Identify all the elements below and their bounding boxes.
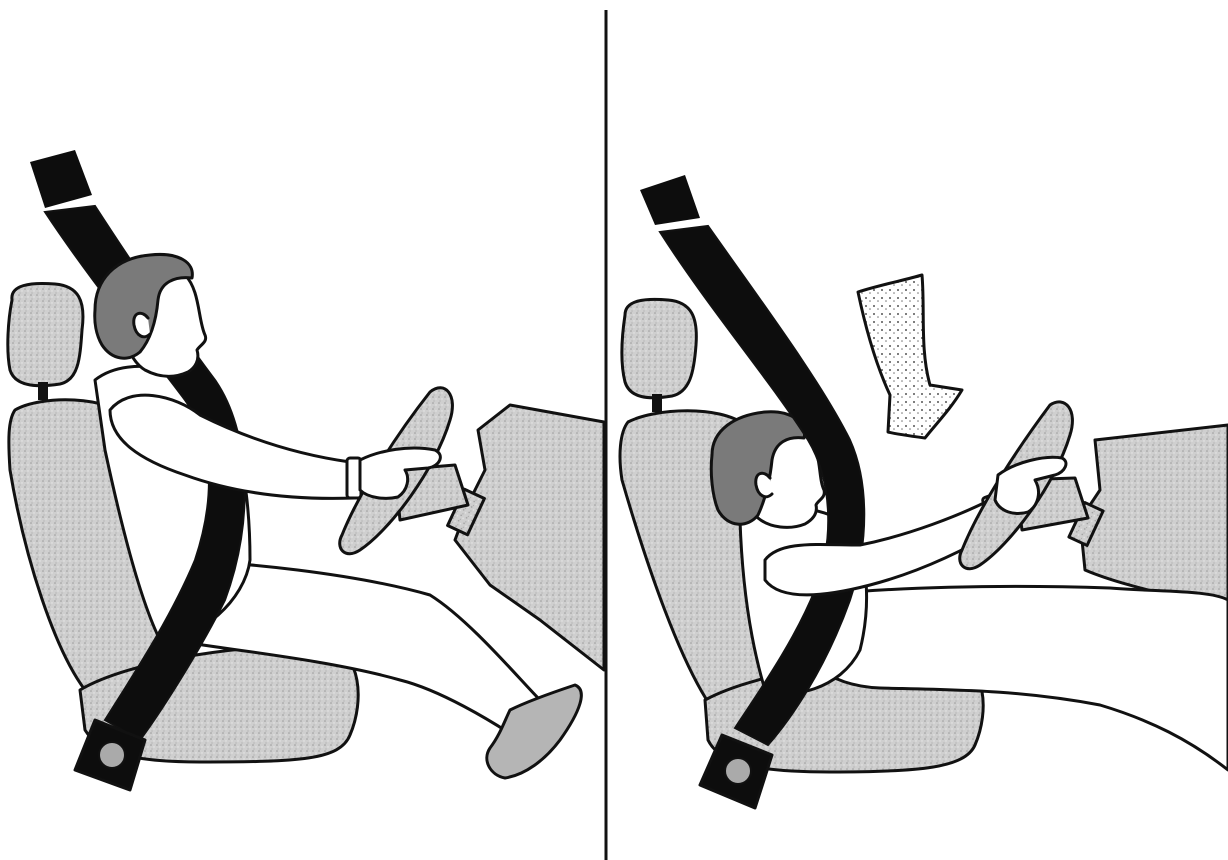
left-panel bbox=[8, 150, 604, 790]
headrest bbox=[8, 283, 83, 385]
headrest-post bbox=[652, 394, 662, 412]
ear bbox=[756, 473, 772, 497]
dashboard bbox=[1080, 425, 1228, 610]
belt-anchor-top bbox=[30, 150, 92, 208]
buckle-button bbox=[725, 758, 751, 784]
ear bbox=[134, 313, 150, 337]
dashboard bbox=[455, 405, 604, 670]
headrest bbox=[622, 299, 696, 397]
buckle-button bbox=[99, 742, 125, 768]
headrest-post bbox=[38, 382, 48, 400]
down-right-arrow-icon bbox=[858, 275, 962, 438]
belt-anchor-top bbox=[640, 175, 700, 225]
right-panel bbox=[620, 175, 1228, 808]
